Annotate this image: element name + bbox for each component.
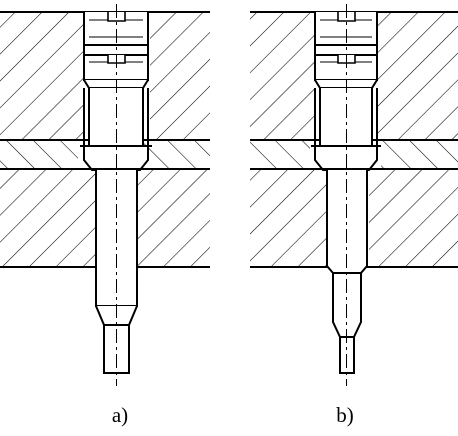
panel-a-caption: a) [111,403,129,427]
panel-a-drawing [0,4,210,386]
panel-b-drawing [250,4,458,386]
panel-b-hatching [250,12,458,267]
panel-b-caption: b) [336,403,354,427]
panel-a-hatching [0,12,210,267]
panel-b-punch [311,12,381,374]
